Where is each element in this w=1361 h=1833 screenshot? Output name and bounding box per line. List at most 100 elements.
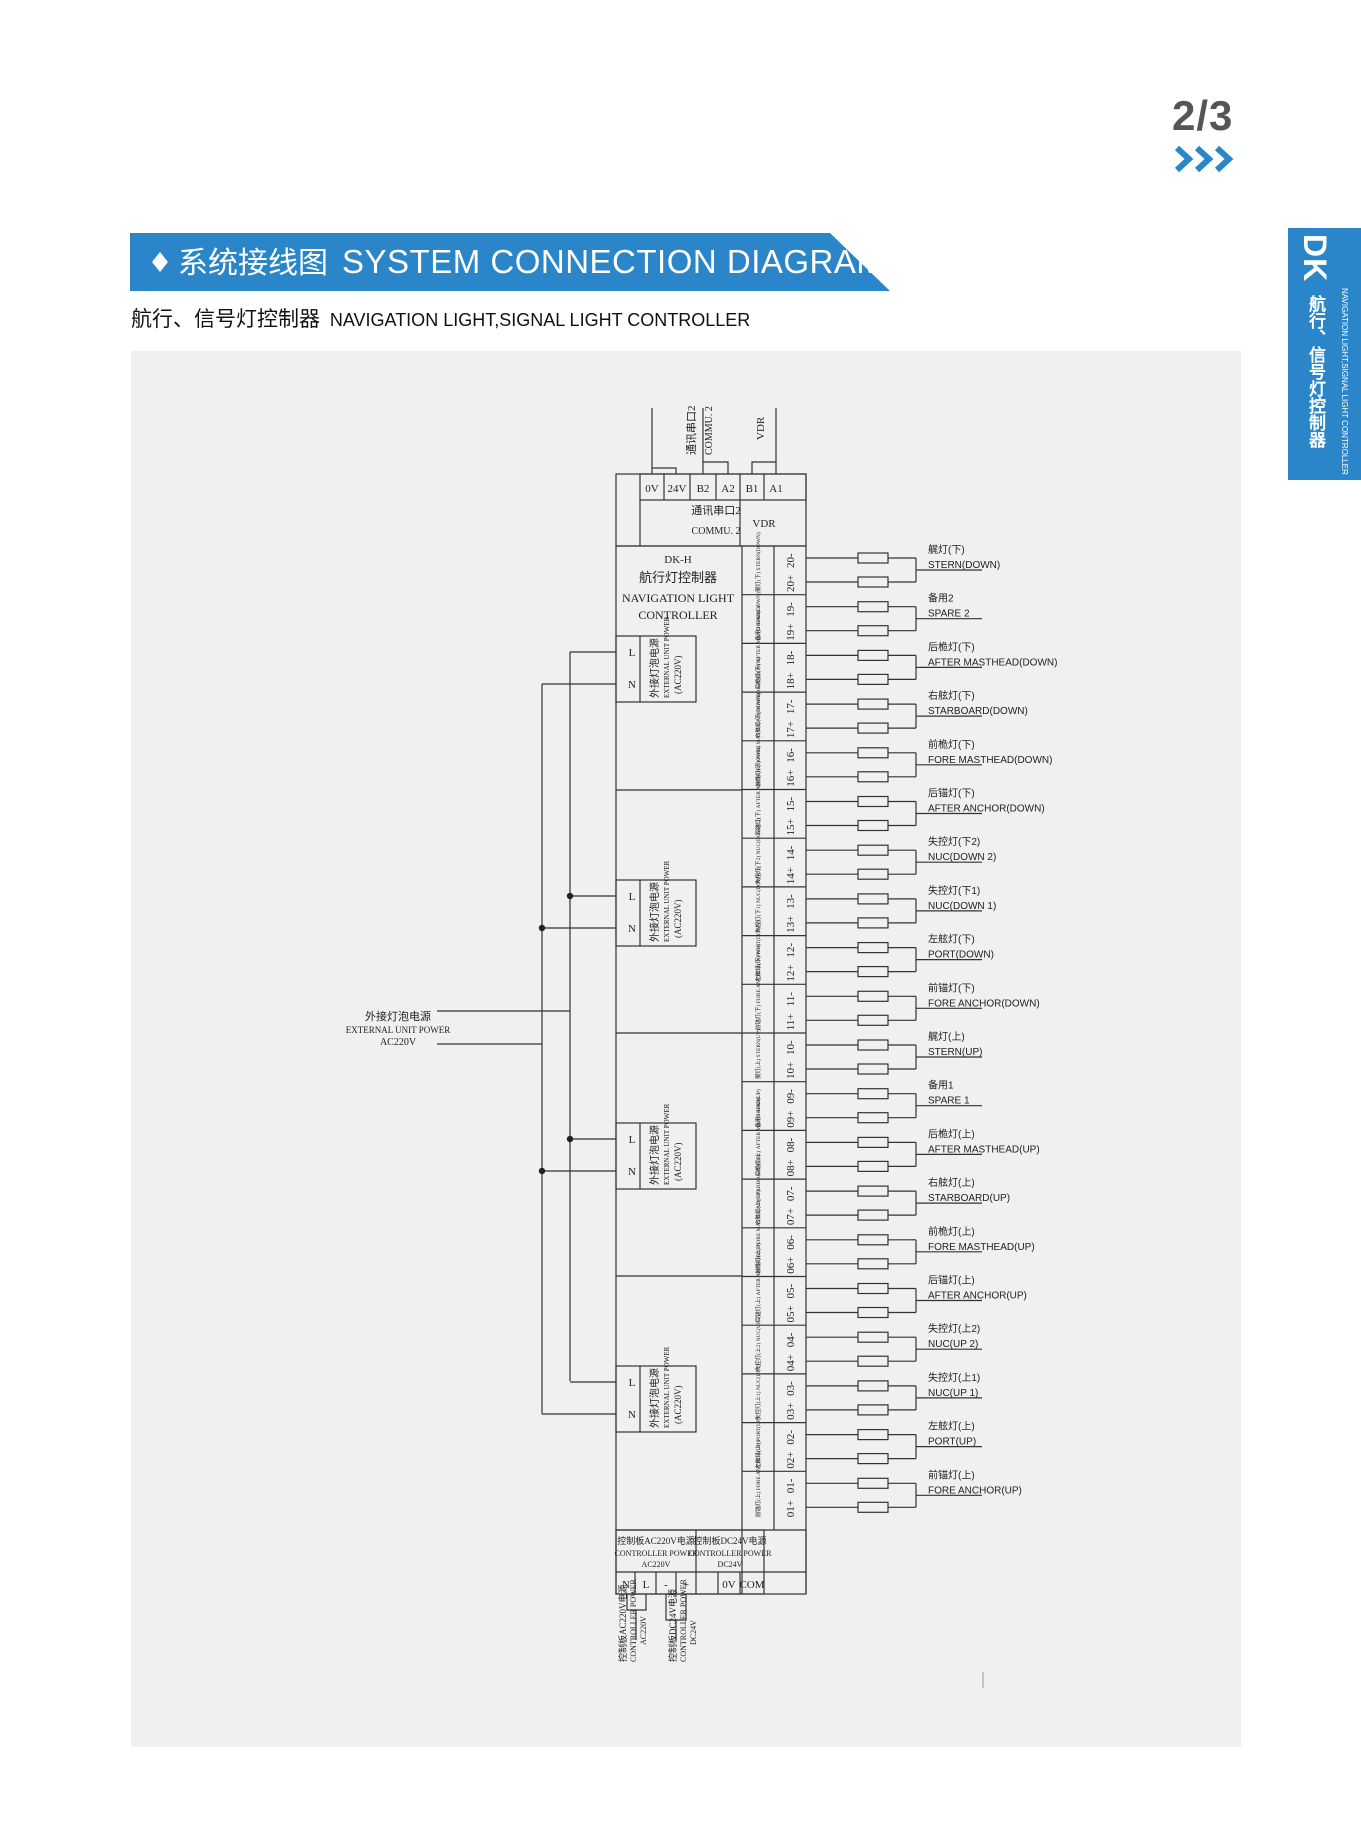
fuse (857, 1160, 889, 1173)
lamp-label-cn: 前桅灯(下) (928, 738, 975, 751)
lamp-label-en: STERN(DOWN) (928, 560, 1000, 571)
channel-07: 07-07+右舷灯(上) STARBOARD(UP)右舷灯(上)STARBOAR… (742, 1154, 1010, 1225)
terminal-minus: 15- (785, 797, 797, 812)
fuse (857, 1039, 889, 1051)
fuse (857, 1014, 889, 1026)
dc-power-label-cn: 控制板DC24V电源 (693, 1535, 766, 1546)
lamp-label-en: SPARE 1 (928, 1096, 970, 1107)
fuse (857, 698, 889, 710)
bottom-terminal-l: L (643, 1579, 650, 1591)
power-pin-n: N (628, 679, 636, 691)
side-tab-name-en: NAVIGATION LIGHT,SIGNAL LIGHT CONTROLLER (1340, 288, 1349, 475)
ext-power-label-cn: 外接灯泡电源 (365, 1009, 431, 1023)
channel-code: 前锚灯(上) FORE ANCHOR(UP) (754, 1441, 762, 1517)
terminal-minus: 19- (785, 602, 797, 617)
lamp-label-cn: 后桅灯(下) (928, 640, 975, 653)
channel-16: 16-16+前桅灯(下) FORE MASTHEAD(DOWN)前桅灯(下)FO… (742, 693, 1052, 787)
lamp-label-cn: 失控灯(下1) (928, 884, 980, 897)
channel-08: 08-08+后桅灯(上) AFTER MASTHEAD(UP)后桅灯(上)AFT… (742, 1089, 1040, 1176)
power-label-en: EXTERNAL UNIT POWER (663, 1103, 671, 1185)
terminal-plus: 05+ (785, 1305, 797, 1322)
channel-code: 艉灯(上) STERN(UP) (754, 1029, 762, 1079)
lamp-label-cn: 左舷灯(下) (928, 933, 975, 946)
terminal-minus: 13- (785, 894, 797, 909)
terminal-minus: 18- (785, 650, 797, 665)
top-terminal-0v: 0V (645, 483, 659, 495)
fuse (857, 1282, 889, 1295)
controller-body (615, 545, 807, 1595)
channel-code: 后锚灯(下) AFTER ANCHOR(DOWN) (754, 746, 762, 836)
terminal-minus: 11- (785, 992, 797, 1007)
terminal-plus: 10+ (785, 1062, 797, 1079)
terminal-minus: 05- (785, 1284, 797, 1299)
channel-code: 后桅灯(上) AFTER MASTHEAD(UP) (754, 1089, 762, 1176)
fuse (857, 552, 889, 564)
bottom-terminal-n: N (622, 1579, 630, 1591)
power-label-v: (AC220V) (673, 900, 683, 939)
controller-name-en-2: CONTROLLER (638, 608, 717, 622)
top-terminal-24v: 24V (668, 483, 687, 495)
fuse (857, 1185, 889, 1197)
channel-code: 前锚灯(下) FORE ANCHOR(DOWN) (754, 944, 762, 1030)
power-label-v: (AC220V) (673, 1386, 683, 1425)
terminal-plus: 04+ (785, 1354, 797, 1371)
channel-05: 05-05+后锚灯(上) AFTER ANCHOR(UP)后锚灯(上)AFTER… (742, 1243, 1027, 1323)
fuse (857, 1112, 889, 1124)
lamp-label-en: AFTER ANCHOR(UP) (928, 1291, 1027, 1302)
power-label-en: EXTERNAL UNIT POWER (663, 616, 671, 698)
fuse (857, 722, 889, 734)
fuse (857, 941, 889, 954)
power-label-cn: 外接灯泡电源 (648, 1125, 661, 1185)
fuse (857, 771, 889, 783)
terminal-minus: 06- (785, 1235, 797, 1250)
controller-name-en-1: NAVIGATION LIGHT (622, 591, 735, 605)
channel-code: 失控灯(上2) NUC(UP 2) (754, 1315, 762, 1371)
channel-code: 左舷灯(下) PORT(DOWN) (754, 920, 762, 982)
channel-code: 备用1 SPARE 1 (754, 1092, 762, 1128)
fuse (857, 1428, 889, 1441)
lamp-label-cn: 艉灯(下) (928, 543, 965, 556)
lamp-label-en: STARBOARD(UP) (928, 1193, 1010, 1204)
lamp-label-en: FORE ANCHOR(UP) (928, 1485, 1022, 1496)
bottom-terminal-minus: - (664, 1579, 668, 1591)
channel-code: 前桅灯(下) FORE MASTHEAD(DOWN) (754, 693, 762, 787)
terminal-plus: 08+ (785, 1159, 797, 1176)
fuse (857, 1063, 889, 1075)
lamp-label-cn: 右舷灯(上) (928, 1176, 975, 1189)
power-label-v: (AC220V) (673, 1143, 683, 1182)
section-title-en: SYSTEM CONNECTION DIAGRAM (342, 243, 885, 280)
dc-power-label-v: DC24V (718, 1560, 743, 1569)
terminal-plus: 02+ (785, 1451, 797, 1468)
fuse (857, 649, 889, 662)
comm-wire-label-cn: 通讯串口2 (685, 406, 698, 456)
side-tab-name-cn: 航行、信号灯控制器 (1306, 294, 1325, 448)
channel-code: 后桅灯(下) AFTER MASTHEAD(DOWN) (754, 592, 762, 689)
terminal-plus: 20+ (785, 575, 797, 592)
lamp-label-en: FORE MASTHEAD(DOWN) (928, 755, 1052, 766)
bottom-terminal-com: COM (739, 1579, 764, 1591)
terminal-minus: 01- (785, 1478, 797, 1493)
lamp-label-cn: 后锚灯(下) (928, 788, 975, 800)
diamond-icon (152, 252, 168, 272)
channel-code: 右舷灯(下) STARBOARD(DOWN) (754, 657, 762, 738)
top-terminal-row (639, 473, 807, 501)
fuse (857, 1234, 889, 1246)
lamp-label-cn: 失控灯(上2) (928, 1322, 980, 1335)
fuse (857, 917, 889, 929)
lamp-label-cn: 前锚灯(下) (928, 981, 975, 994)
channel-code: 失控灯(上1) NUC(UP 1) (754, 1364, 762, 1420)
bottom-terminal-0v: 0V (722, 1579, 736, 1591)
vdr-wire-label: VDR (755, 416, 767, 440)
channel-code: 前桅灯(上) FORE MASTHEAD(UP) (754, 1190, 762, 1274)
terminal-plus: 19+ (785, 623, 797, 640)
lamp-label-cn: 后锚灯(上) (928, 1275, 975, 1287)
terminal-minus: 14- (785, 845, 797, 860)
terminal-plus: 12+ (785, 964, 797, 981)
lamp-label-en: FORE MASTHEAD(UP) (928, 1242, 1035, 1253)
power-pin-l: L (629, 647, 636, 659)
terminal-minus: 12- (785, 943, 797, 958)
ac-wire-label-cn: 控制板AC220V电源 (617, 1584, 628, 1662)
